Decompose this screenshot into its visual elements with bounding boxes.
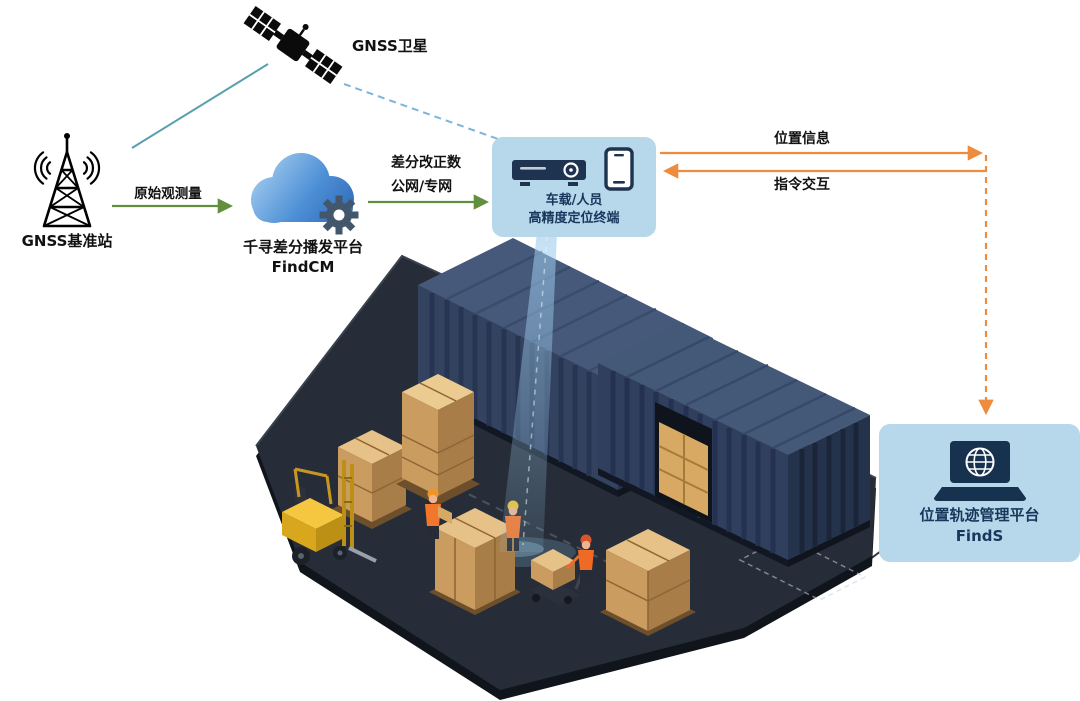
container-2 bbox=[598, 323, 870, 567]
pallet-stack-1 bbox=[332, 430, 412, 529]
platform-label-line2: FindS bbox=[955, 527, 1004, 545]
satellite-label: GNSS卫星 bbox=[352, 37, 428, 55]
satellite-icon bbox=[243, 5, 343, 85]
position-info-label: 位置信息 bbox=[774, 131, 830, 147]
pallet-stack-3 bbox=[429, 508, 521, 615]
signal-waves-right-icon bbox=[82, 151, 101, 185]
correction-label-line1: 差分改正数 bbox=[391, 155, 461, 171]
forklift bbox=[282, 460, 377, 565]
gear-icon bbox=[319, 195, 359, 235]
phone-icon bbox=[604, 147, 634, 191]
correction-label-line2: 公网/专网 bbox=[391, 179, 453, 195]
signal-waves-left-icon bbox=[33, 151, 52, 185]
globe-icon bbox=[965, 447, 994, 476]
connection-lines bbox=[112, 63, 994, 578]
receiver-icon bbox=[512, 160, 586, 187]
cloud-platform-label-line1: 千寻差分播发平台 bbox=[242, 238, 363, 256]
floor bbox=[256, 256, 876, 690]
satellite-base-link bbox=[131, 63, 269, 149]
cloud-platform-label-line2: FindCM bbox=[271, 258, 335, 276]
pallet-stack-2 bbox=[396, 374, 480, 505]
platform-label-line1: 位置轨迹管理平台 bbox=[919, 505, 1040, 524]
warehouse-illustration bbox=[255, 238, 877, 700]
command-interaction-label: 指令交互 bbox=[774, 177, 830, 193]
worker-3 bbox=[565, 534, 594, 582]
terminal-devices-icon bbox=[512, 147, 634, 191]
positioning-beam bbox=[499, 233, 557, 552]
terminal-panel: 车载/人员 高精度定位终端 bbox=[492, 137, 656, 237]
base-station-icon bbox=[33, 133, 101, 228]
satellite-terminal-link bbox=[343, 83, 499, 140]
worker-1 bbox=[425, 488, 452, 539]
platform-panel: 位置轨迹管理平台 FindS bbox=[879, 424, 1080, 562]
laptop-globe-icon bbox=[933, 440, 1026, 501]
raw-observation-label: 原始观测量 bbox=[134, 186, 202, 202]
pallet-stack-4 bbox=[600, 529, 696, 636]
terminal-label-line1: 车载/人员 bbox=[545, 193, 603, 209]
base-station-label: GNSS基准站 bbox=[21, 232, 113, 250]
terminal-label-line2: 高精度定位终端 bbox=[528, 211, 620, 226]
